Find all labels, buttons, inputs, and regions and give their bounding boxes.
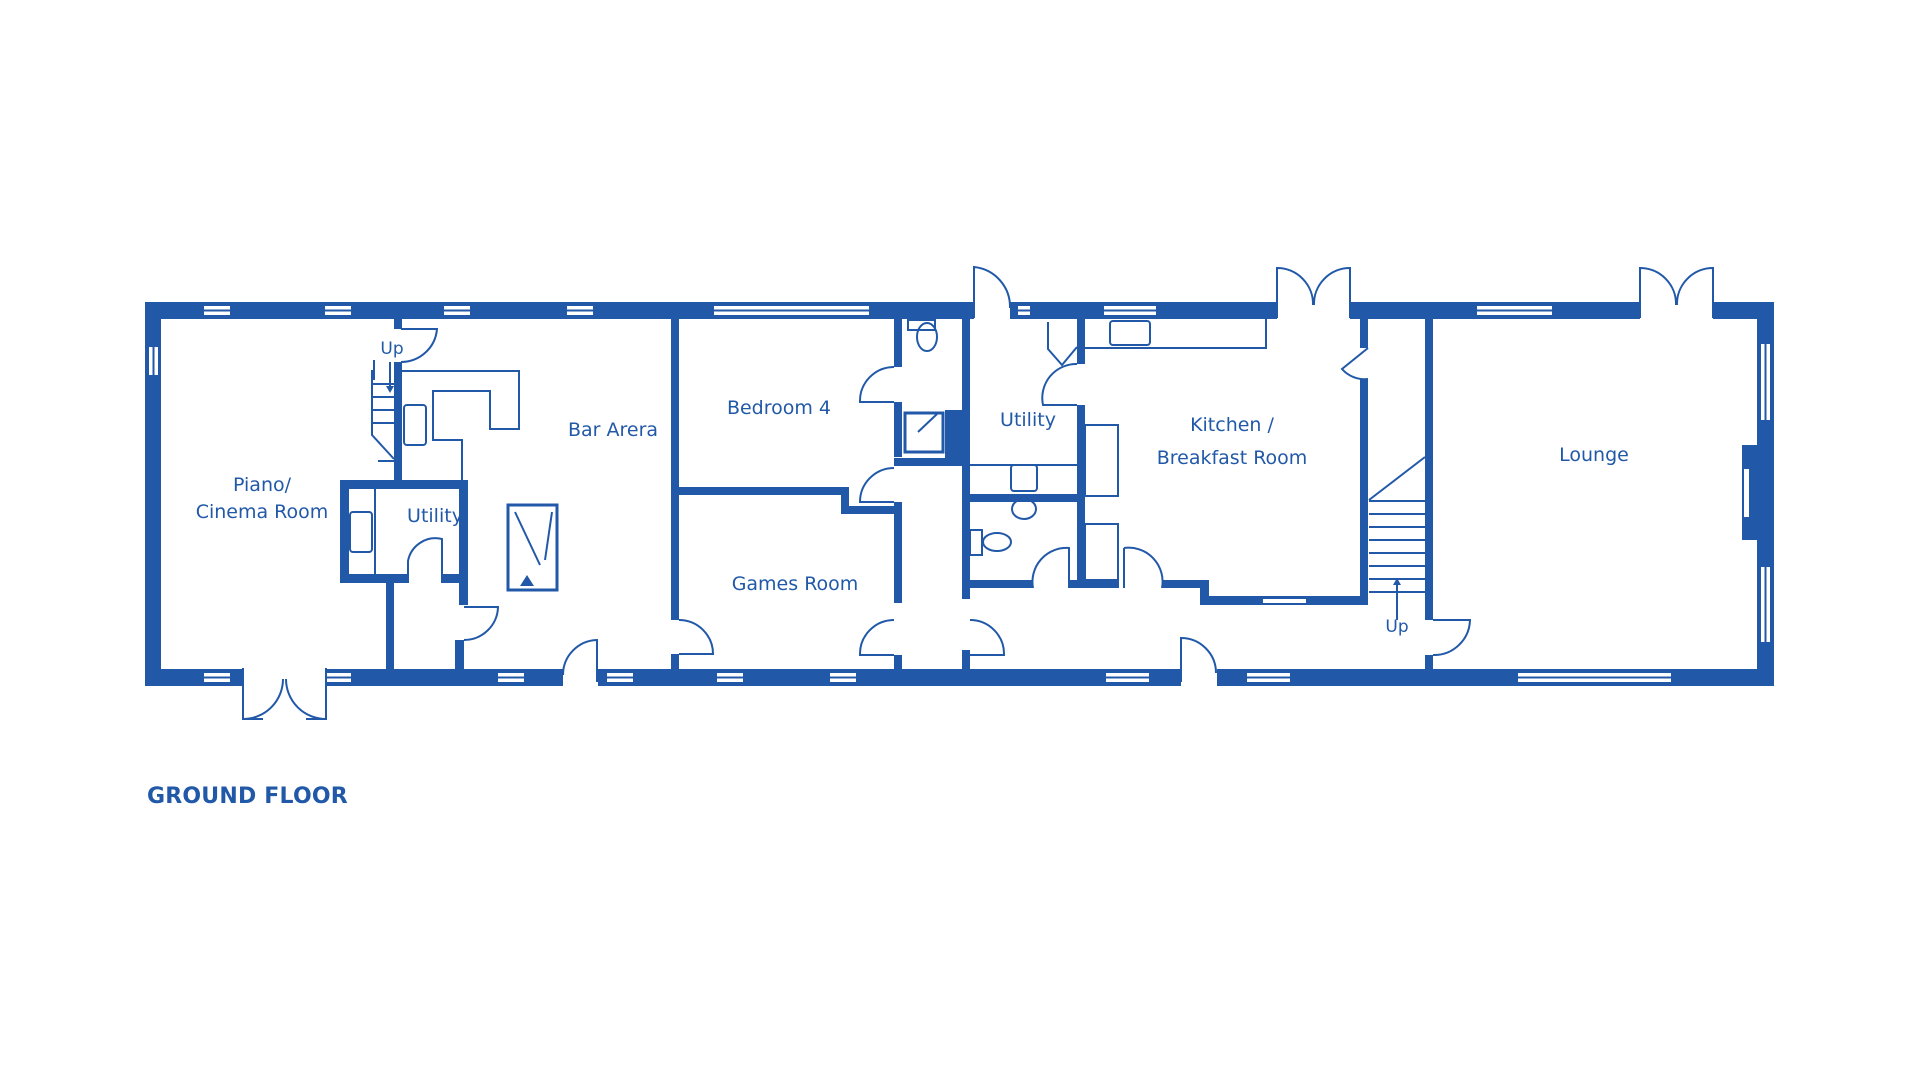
label-utility-mid: Utility	[1000, 409, 1056, 431]
label-stairs-up-right: Up	[1385, 617, 1408, 637]
fixtures	[349, 319, 1267, 592]
top-windows	[202, 304, 1554, 317]
internal-walls	[340, 319, 1433, 669]
label-piano-line1: Piano/	[233, 474, 292, 496]
room-labels: Piano/ Cinema Room Utility Bar Arera Bed…	[196, 339, 1629, 637]
label-utility-left: Utility	[407, 505, 463, 527]
side-windows	[147, 342, 1772, 644]
external-doors	[242, 265, 1714, 721]
label-lounge: Lounge	[1559, 444, 1629, 466]
label-stairs-up-left: Up	[380, 339, 403, 359]
label-bedroom-4: Bedroom 4	[727, 397, 831, 419]
label-piano-line2: Cinema Room	[196, 501, 329, 523]
floor-title: GROUND FLOOR	[147, 784, 348, 809]
stairs-left	[371, 360, 395, 462]
stairs-right	[1368, 456, 1426, 620]
label-games-room: Games Room	[732, 573, 859, 595]
internal-doors	[400, 322, 1472, 657]
label-kitchen-line2: Breakfast Room	[1157, 447, 1308, 469]
label-bar-area: Bar Arera	[568, 419, 658, 441]
bottom-windows	[202, 671, 1673, 684]
label-kitchen-line1: Kitchen /	[1190, 414, 1274, 436]
